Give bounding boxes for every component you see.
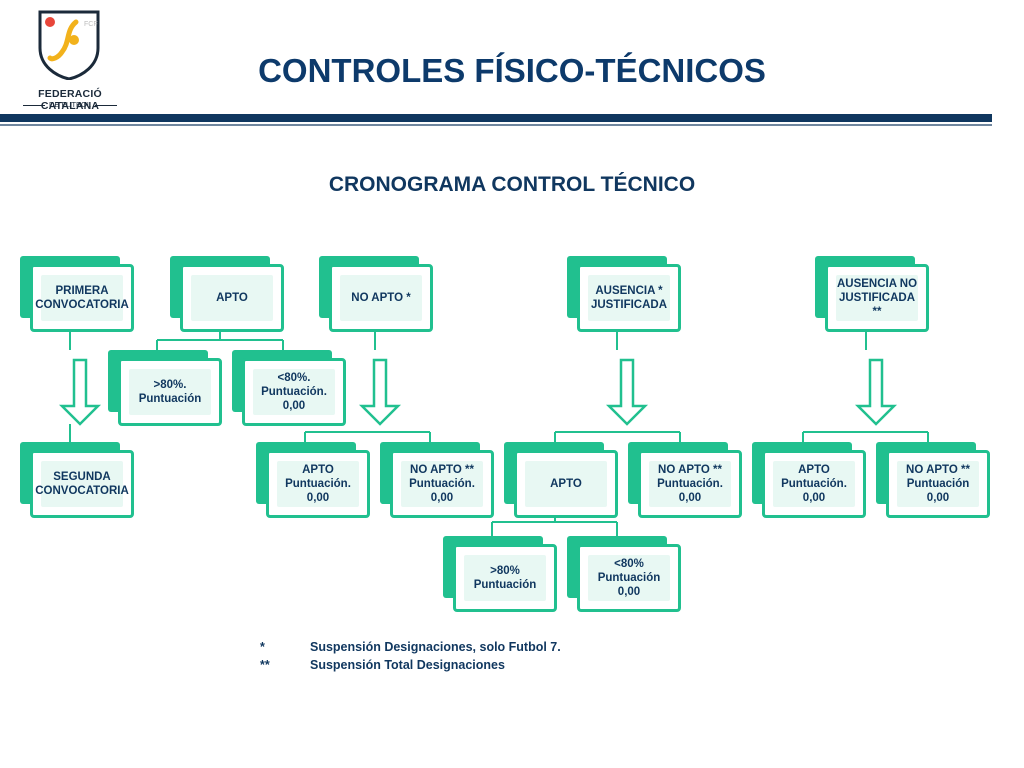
logo-name: FEDERACIÓ CATALANA (38, 88, 102, 112)
node-noapto-apto: APTO Puntuación. 0,00 (256, 442, 370, 518)
logo-sub: DE FUTBOL (14, 100, 126, 109)
node-apto-lt80: <80%. Puntuación. 0,00 (232, 350, 346, 426)
header-rule-thin (0, 124, 992, 126)
footnote-row: ** Suspensión Total Designaciones (260, 658, 561, 676)
node-label: APTO Puntuación. 0,00 (773, 461, 855, 507)
node-label: <80% Puntuación 0,00 (588, 555, 670, 601)
node-ausj-gt80: >80% Puntuación (443, 536, 557, 612)
svg-text:FCF: FCF (84, 21, 98, 28)
node-label: NO APTO ** Puntuación. 0,00 (401, 461, 483, 507)
node-label: NO APTO ** Puntuación 0,00 (897, 461, 979, 507)
node-ausj-noapto: NO APTO ** Puntuación. 0,00 (628, 442, 742, 518)
node-label: SEGUNDA CONVOCATORIA (35, 461, 129, 507)
node-label: PRIMERA CONVOCATORIA (35, 275, 129, 321)
node-ausj-apto: APTO (504, 442, 618, 518)
down-arrow-icon (605, 358, 649, 426)
shield-icon: FCF (38, 10, 100, 80)
node-ausnj-noapto: NO APTO ** Puntuación 0,00 (876, 442, 990, 518)
diagram-subtitle: CRONOGRAMA CONTROL TÉCNICO (328, 173, 696, 196)
node-label: NO APTO ** Puntuación. 0,00 (649, 461, 731, 507)
federation-logo: FCF FEDERACIÓ CATALANA DE FUTBOL (14, 8, 126, 112)
node-label: NO APTO * (340, 275, 422, 321)
node-label: <80%. Puntuación. 0,00 (253, 369, 335, 415)
node-segunda-convocatoria: SEGUNDA CONVOCATORIA (20, 442, 134, 518)
node-label: AUSENCIA NO JUSTIFICADA ** (836, 275, 918, 321)
header-rule (0, 114, 992, 122)
node-ausencia-justificada: AUSENCIA * JUSTIFICADA (567, 256, 681, 332)
node-noapto-noapto: NO APTO ** Puntuación. 0,00 (380, 442, 494, 518)
node-label: >80% Puntuación (464, 555, 546, 601)
footnote-row: * Suspensión Designaciones, solo Futbol … (260, 640, 561, 658)
node-ausencia-no-justificada: AUSENCIA NO JUSTIFICADA ** (815, 256, 929, 332)
footnote-text: Suspensión Designaciones, solo Futbol 7. (310, 640, 561, 654)
footnote-mark: ** (260, 658, 270, 672)
node-label: APTO (191, 275, 273, 321)
node-ausj-lt80: <80% Puntuación 0,00 (567, 536, 681, 612)
node-ausnj-apto: APTO Puntuación. 0,00 (752, 442, 866, 518)
down-arrow-icon (58, 358, 102, 426)
node-no-apto: NO APTO * (319, 256, 433, 332)
node-label: >80%. Puntuación (129, 369, 211, 415)
node-label: APTO Puntuación. 0,00 (277, 461, 359, 507)
node-apto: APTO (170, 256, 284, 332)
page-title: CONTROLES FÍSICO-TÉCNICOS (258, 52, 766, 89)
node-label: APTO (525, 461, 607, 507)
node-primera-convocatoria: PRIMERA CONVOCATORIA (20, 256, 134, 332)
down-arrow-icon (358, 358, 402, 426)
node-apto-gt80: >80%. Puntuación (108, 350, 222, 426)
down-arrow-icon (854, 358, 898, 426)
footnote-text: Suspensión Total Designaciones (310, 658, 505, 672)
footnote-mark: * (260, 640, 265, 654)
node-label: AUSENCIA * JUSTIFICADA (588, 275, 670, 321)
footnotes: * Suspensión Designaciones, solo Futbol … (260, 640, 561, 676)
